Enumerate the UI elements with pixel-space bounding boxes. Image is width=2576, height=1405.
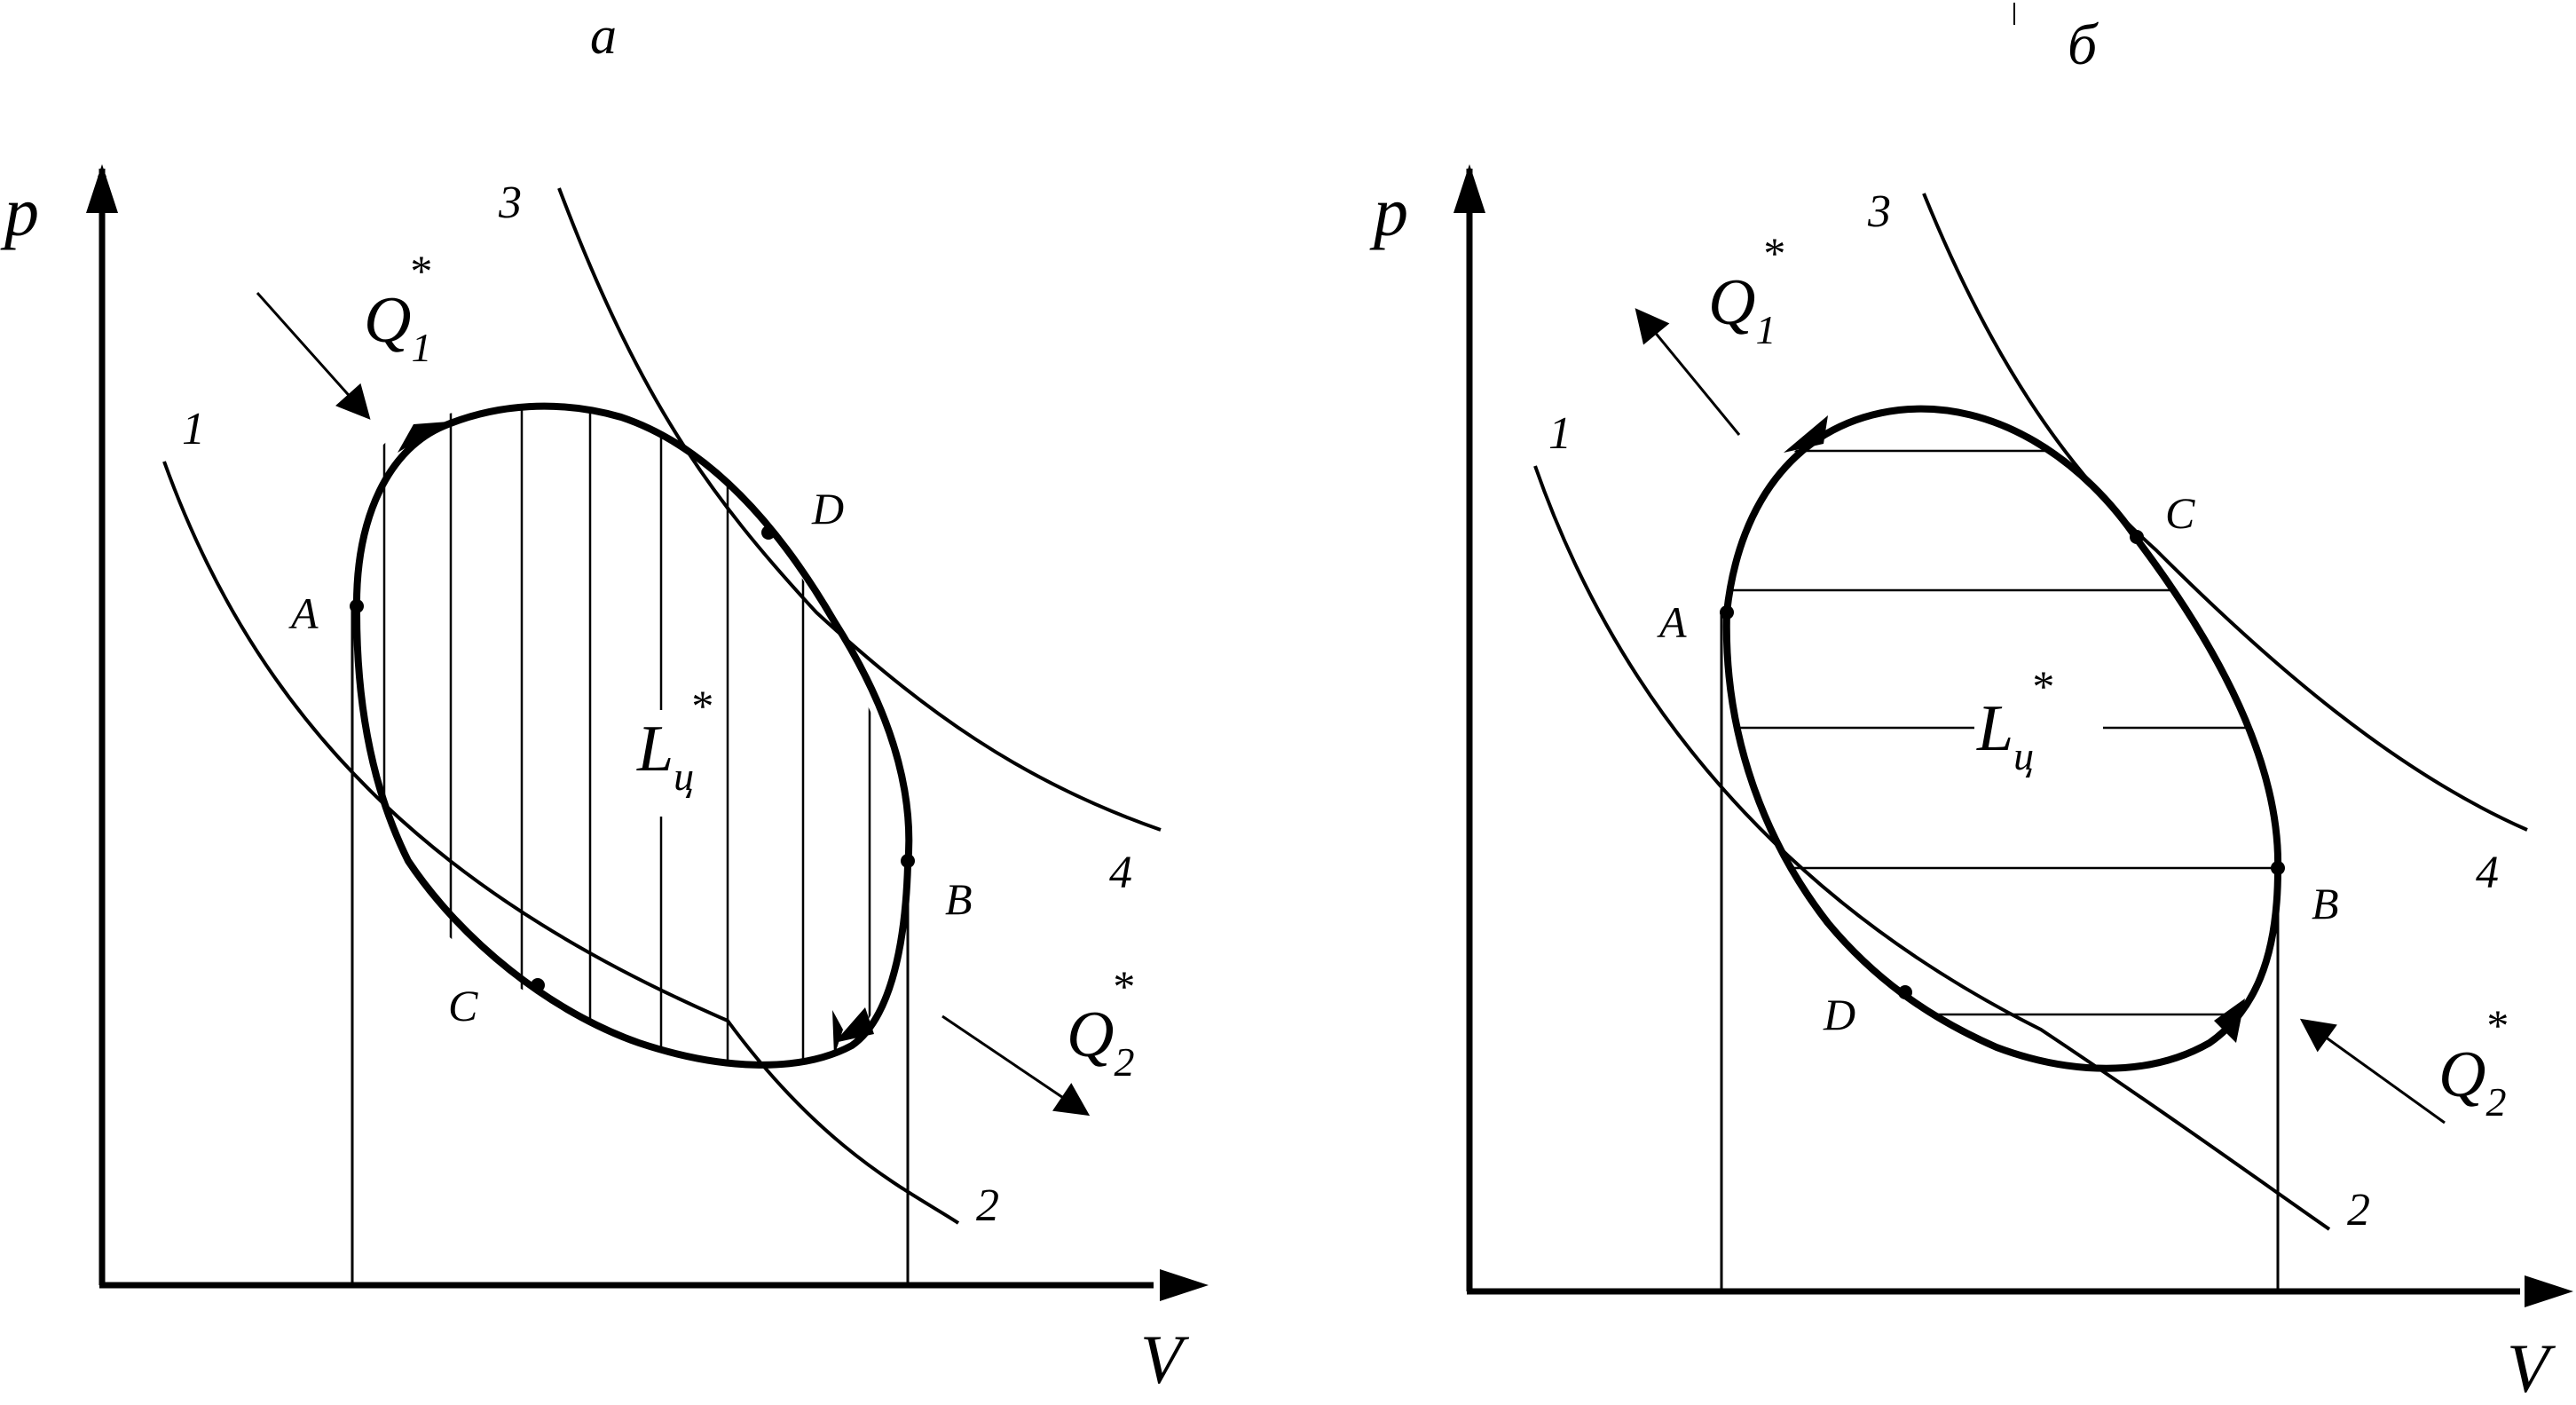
- panel-a-curve-3-4: [557, 187, 1162, 832]
- panel-a-heat-out-arrow: [941, 1014, 1091, 1117]
- panel-a-curve-label-4: 4: [1109, 848, 1132, 898]
- panel-b-heat-out-sup: *: [2485, 1000, 2507, 1050]
- panel-a-label-b: B: [945, 874, 973, 924]
- panel-a-work-sup: *: [689, 681, 712, 730]
- panel-b-work-label-bg: [1974, 683, 2076, 781]
- panel-a-work-label-bg: [632, 710, 716, 803]
- panel-a-heat-in-label: Q1: [364, 284, 431, 370]
- panel-b-label-a: A: [1657, 597, 1687, 647]
- panel-b-work-sup: *: [2030, 661, 2052, 711]
- panel-a-curve-1-2: [162, 461, 960, 1225]
- panel-a-label-a: A: [288, 588, 319, 638]
- panel-b-label-b: B: [2312, 879, 2339, 928]
- panel-a-cycle-arrow-bottom: [832, 1010, 843, 1056]
- panel-b-heat-out-label: Q2: [2438, 1038, 2506, 1125]
- panel-b-title: б: [2068, 12, 2099, 77]
- panel-b-heat-in-sup: *: [1761, 228, 1784, 278]
- panel-a-y-axis-arrowhead: [86, 164, 118, 213]
- panel-b-curve-1-2: [1533, 465, 2331, 1231]
- panel-b-curve-label-2: 2: [2347, 1185, 2370, 1235]
- panel-a-cycle-arrow-bottom-head: [834, 1007, 874, 1043]
- panel-b-work-label: Lц: [1976, 692, 2034, 778]
- panel-b-heat-out-arrow: [2299, 1018, 2446, 1125]
- panel-b-cycle-arrow-bottom: [2214, 998, 2245, 1043]
- panel-a-axis-p-label: p: [0, 173, 39, 250]
- panel-a-label-d: D: [811, 484, 844, 533]
- panel-b-point-c: [2130, 530, 2144, 544]
- panel-b-point-a: [1720, 605, 1734, 620]
- panel-b-curve-label-4: 4: [2476, 848, 2499, 898]
- panel-b: б p V 1 2 3 4: [1369, 3, 2573, 1405]
- panel-b-axis-v-label: V: [2507, 1330, 2556, 1401]
- panel-a-heat-out-label: Q2: [1067, 998, 1134, 1085]
- panel-b-point-b: [2271, 861, 2285, 875]
- panel-a-point-b: [901, 854, 915, 868]
- panel-a-cycle-arrow-top: [398, 422, 449, 453]
- panel-b-label-c: C: [2165, 488, 2195, 538]
- panel-a-heat-out-sup: *: [1111, 961, 1133, 1011]
- panel-a-point-c: [531, 978, 545, 992]
- panel-a-work-label: Lц: [636, 713, 694, 799]
- panel-a-label-c: C: [448, 981, 478, 1030]
- panel-a-axis-v-label: V: [1140, 1321, 1190, 1398]
- panel-a-curve-label-1: 1: [182, 404, 205, 454]
- panel-b-curve-label-3: 3: [1867, 186, 1891, 237]
- panel-b-cycle-arrow-top: [1784, 415, 1828, 453]
- panel-b-curve-label-1: 1: [1548, 408, 1572, 459]
- panel-a-title: а: [590, 6, 617, 65]
- panel-a-point-a: [350, 599, 364, 613]
- panel-b-heat-in-label: Q1: [1708, 266, 1776, 352]
- panel-a-x-axis-arrowhead: [1160, 1269, 1209, 1301]
- panel-b-y-axis-arrowhead: [1453, 164, 1485, 213]
- panel-a-curve-label-3: 3: [498, 178, 522, 228]
- panel-b-curve-3-4: [1922, 193, 2528, 832]
- panel-b-x-axis-arrowhead: [2525, 1275, 2573, 1307]
- panel-a-heat-in-sup: *: [408, 246, 430, 296]
- panel-a-heat-in-arrow: [256, 292, 371, 420]
- panel-a-point-d: [761, 525, 776, 540]
- panel-b-point-d: [1898, 985, 1912, 999]
- panel-a-curve-label-2: 2: [976, 1180, 999, 1231]
- panel-b-label-d: D: [1823, 990, 1855, 1039]
- panel-a: а p V 1 2 3 4: [0, 6, 1209, 1398]
- panel-b-heat-in-arrow: [1635, 308, 1741, 436]
- panel-b-cycle-path: [1722, 405, 2282, 1072]
- panel-b-axis-p-label: p: [1369, 173, 1408, 250]
